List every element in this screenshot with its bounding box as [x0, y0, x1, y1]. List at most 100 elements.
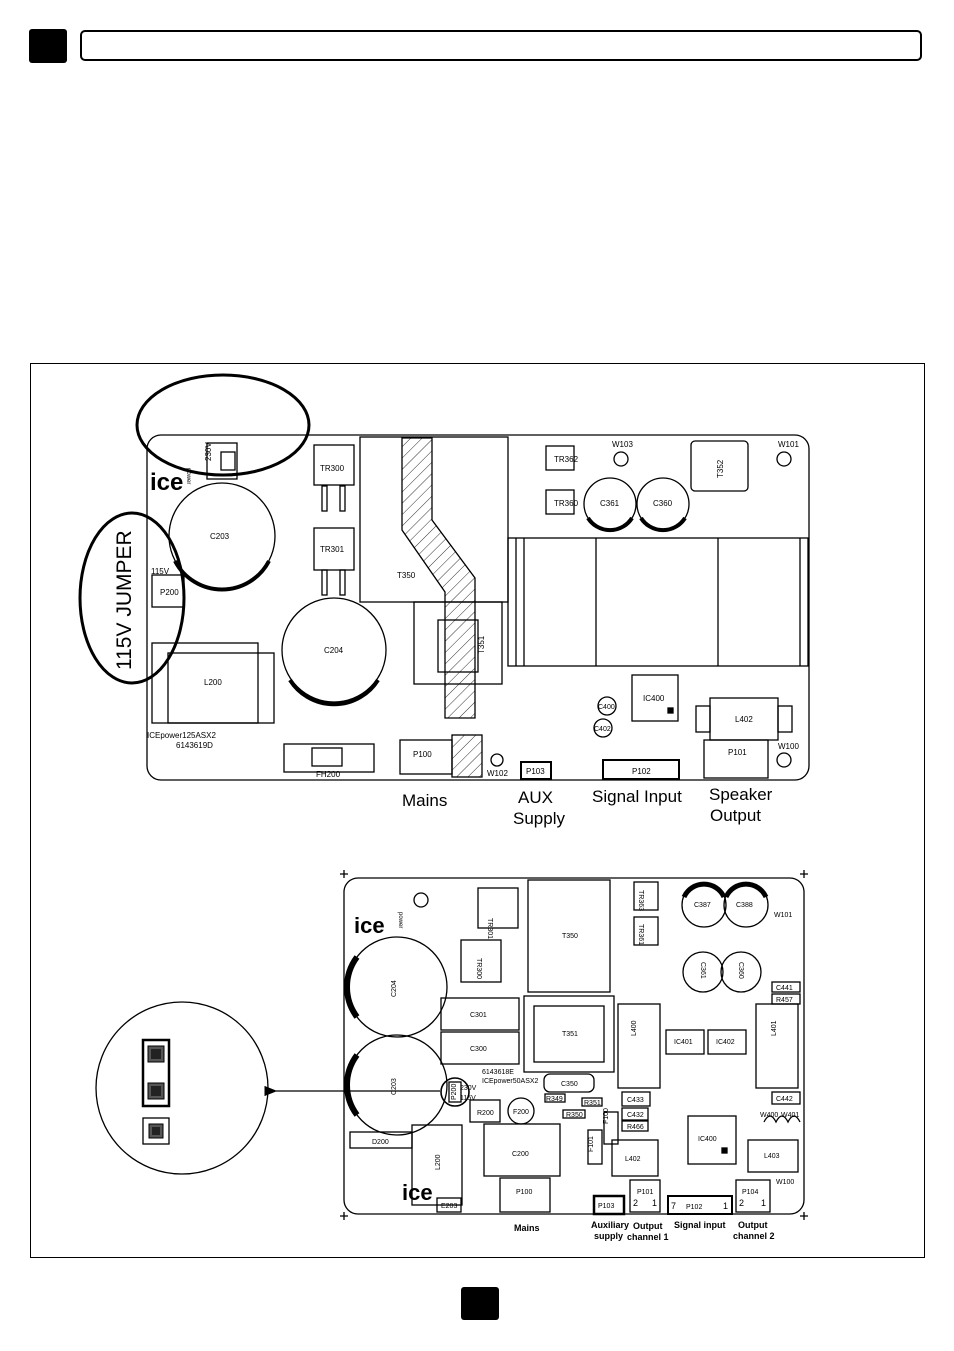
bottom-label-c361: C361	[699, 962, 706, 979]
bottom-label-l200: L200	[435, 1154, 442, 1170]
page-number-badge	[461, 1287, 499, 1320]
bottom-label-w401: W401	[781, 1112, 799, 1119]
bottom-label-c200: C200	[512, 1151, 529, 1158]
header-title-bar	[80, 30, 922, 61]
bottom-label-ic401: IC401	[674, 1039, 693, 1046]
top-label-p200: P200	[160, 588, 179, 597]
bottom-label-e203: E203	[441, 1203, 457, 1210]
bottom-ic400	[687, 1115, 737, 1165]
bottom-mains-label: Mains	[514, 1223, 540, 1233]
bottom-out1-label-2: channel 1	[627, 1232, 669, 1242]
bottom-c300	[440, 1031, 520, 1065]
bottom-label-r351: R351	[584, 1100, 601, 1107]
bottom-label-f100: F100	[603, 1108, 610, 1124]
top-signal-label: Signal Input	[592, 787, 682, 806]
bottom-label-w100: W100	[776, 1179, 794, 1186]
bottom-label-pin1b: 1	[723, 1201, 728, 1211]
bottom-label-c442: C442	[776, 1096, 793, 1103]
top-aux-label-1: AUX	[518, 788, 553, 807]
bottom-p102-connector	[667, 1195, 733, 1215]
bottom-board	[340, 870, 808, 1220]
bottom-c361-capacitor	[682, 951, 724, 993]
bottom-out1-label-1: Output	[633, 1221, 663, 1231]
bottom-label-c387: C387	[694, 902, 711, 909]
top-p102-connector	[602, 759, 680, 780]
bottom-label-c388: C388	[736, 902, 753, 909]
bottom-label-f101: F101	[588, 1136, 595, 1152]
top-label-115v: 115V	[151, 567, 170, 576]
bottom-label-w101: W101	[774, 912, 792, 919]
bottom-c432	[621, 1107, 649, 1121]
bottom-label-p200: P200	[451, 1084, 458, 1100]
bottom-label-c204: C204	[391, 980, 398, 997]
top-c204-capacitor	[281, 597, 387, 703]
jumper-magnifier	[95, 1001, 269, 1175]
bottom-label-tr363: TR363	[637, 890, 644, 911]
bottom-f100	[603, 1111, 619, 1145]
section-marker	[29, 29, 67, 63]
bottom-label-r466: R466	[627, 1124, 644, 1131]
bottom-label-pin1c: 1	[761, 1198, 766, 1208]
top-label-p102: P102	[632, 767, 651, 776]
top-c400	[597, 696, 617, 716]
top-label-c400: C400	[598, 704, 615, 711]
magnified-jumper-cap	[141, 1038, 171, 1108]
bottom-label-tr301: TR301	[486, 918, 493, 939]
bottom-label-r200: R200	[477, 1110, 494, 1117]
top-label-w102: W102	[487, 769, 508, 778]
top-label-w100: W100	[778, 742, 799, 751]
bottom-out2-label-2: channel 2	[733, 1231, 775, 1241]
bottom-label-230v: 230V	[460, 1085, 477, 1092]
top-label-t352: T352	[716, 459, 725, 478]
top-label-tr362: TR362	[554, 455, 579, 464]
bottom-label-f200: F200	[513, 1109, 529, 1116]
top-tr360	[545, 489, 575, 515]
bottom-label-c441: C441	[776, 985, 793, 992]
top-p103-connector	[520, 761, 552, 780]
top-label-c204: C204	[324, 646, 344, 655]
bottom-label-t351: T351	[562, 1031, 578, 1038]
bottom-aux-label-2: supply	[594, 1231, 623, 1241]
top-230v-jumper-highlight	[135, 373, 311, 477]
top-tr362	[545, 445, 575, 471]
bottom-label-pin1a: 1	[652, 1198, 657, 1208]
bottom-label-t350: T350	[562, 933, 578, 940]
bottom-tr361	[633, 916, 659, 946]
bottom-p100-connector	[499, 1177, 551, 1213]
bottom-label-c350: C350	[561, 1081, 578, 1088]
bottom-t351	[523, 995, 615, 1073]
top-jumper-230v	[206, 442, 238, 480]
top-p101-connector	[703, 739, 769, 779]
top-label-c402: C402	[594, 726, 611, 733]
bottom-label-w400: W400	[760, 1112, 778, 1119]
bottom-ic402	[707, 1029, 747, 1055]
top-label-part: 6143619D	[176, 741, 213, 750]
bottom-ice-logo-sub: power	[397, 912, 403, 928]
bottom-r466	[621, 1120, 649, 1132]
bottom-label-c432: C432	[627, 1112, 644, 1119]
top-label-c360: C360	[653, 499, 673, 508]
bottom-ice-logo-2: ice	[402, 1180, 433, 1205]
top-board-outline	[146, 434, 810, 781]
top-115v-jumper-highlight	[78, 511, 186, 685]
top-label-l402: L402	[735, 715, 753, 724]
bottom-p103-connector	[592, 1194, 626, 1216]
bottom-aux-label-1: Auxiliary	[591, 1220, 629, 1230]
bottom-tr363	[633, 881, 659, 911]
top-label-t350: T350	[397, 571, 416, 580]
top-speaker-label-1: Speaker	[709, 785, 773, 804]
top-mains-label: Mains	[402, 791, 447, 810]
bottom-l400-inductor	[617, 1003, 661, 1089]
bottom-label-ic402: IC402	[716, 1039, 735, 1046]
bottom-label-p101: P101	[637, 1189, 653, 1196]
bottom-ic401	[665, 1029, 705, 1055]
bottom-label-ic400: IC400	[698, 1136, 717, 1143]
bottom-label-r350: R350	[566, 1112, 583, 1119]
top-label-c361: C361	[600, 499, 620, 508]
bottom-label-c301: C301	[470, 1012, 487, 1019]
bottom-t350	[527, 879, 611, 993]
top-label-w103: W103	[612, 440, 633, 449]
bottom-label-pin2a: 2	[633, 1198, 638, 1208]
bottom-label-c300: C300	[470, 1046, 487, 1053]
